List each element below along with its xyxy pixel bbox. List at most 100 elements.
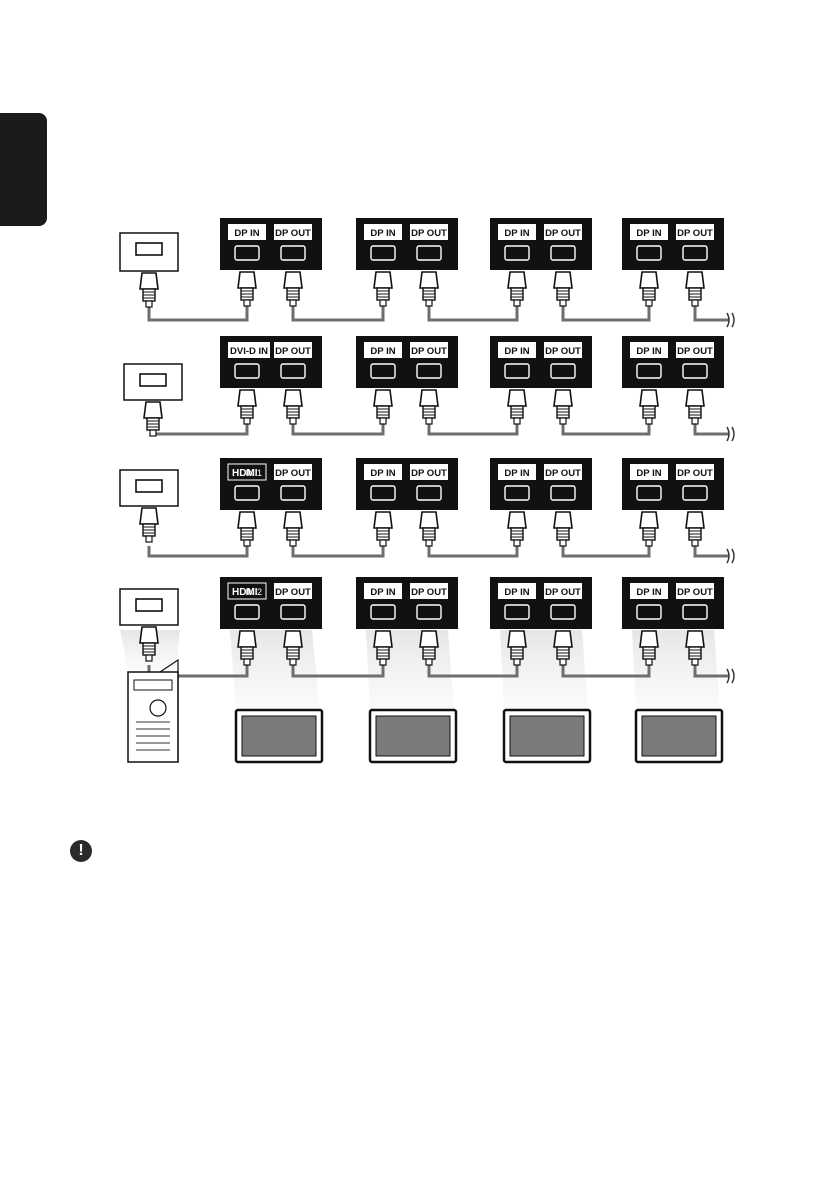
svg-text:DP IN: DP IN (370, 228, 395, 239)
connector-dvi-source (144, 402, 162, 436)
port-socket-dvi-chain-4-1 (637, 364, 661, 378)
cable-dp-chain-2 (429, 306, 517, 320)
source-dvi (124, 364, 182, 400)
cable-dvi-chain-1 (293, 424, 383, 434)
port-label-hdmi2-chain-1-in: HDMIIN 2 (228, 583, 266, 599)
svg-text:DP IN: DP IN (504, 587, 529, 598)
port-socket-dp-chain-2-2 (417, 246, 441, 260)
connector-dp-chain-2-1 (374, 272, 392, 306)
source-hdmi-pc (120, 589, 178, 625)
port-label-dvi-chain-2-in: DP IN (364, 342, 402, 358)
port-socket-hdmi2-chain-1-1 (235, 605, 259, 619)
connector-dp-chain-2-2 (420, 272, 438, 306)
svg-text:DP OUT: DP OUT (677, 587, 713, 598)
port-socket-dvi-chain-3-2 (551, 364, 575, 378)
port-socket-hdmi1-chain-3-1 (505, 486, 529, 500)
cable-dvi-chain-2 (429, 424, 517, 434)
svg-text:DP OUT: DP OUT (677, 228, 713, 239)
svg-text:DP IN: DP IN (504, 468, 529, 479)
cable-dp-chain-1 (293, 306, 383, 320)
svg-text:DP IN: DP IN (504, 346, 529, 357)
svg-text:DP OUT: DP OUT (545, 468, 581, 479)
connector-hdmi1-chain-4-1 (640, 512, 658, 546)
svg-text:DP OUT: DP OUT (411, 587, 447, 598)
port-socket-dvi-chain-2-2 (417, 364, 441, 378)
port-label-dvi-chain-4-in: DP IN (630, 342, 668, 358)
port-label-dp-chain-2-in: DP IN (364, 224, 402, 240)
cable-hdmi1-chain-2 (429, 546, 517, 556)
port-socket-hdmi1-chain-3-2 (551, 486, 575, 500)
svg-text:DP OUT: DP OUT (545, 587, 581, 598)
svg-text:DP IN: DP IN (234, 228, 259, 239)
port-socket-hdmi2-chain-2-2 (417, 605, 441, 619)
connector-hdmi1-chain-4-2 (686, 512, 704, 546)
cable-hdmi1-chain-source (149, 546, 247, 556)
connector-dvi-chain-2-1 (374, 390, 392, 424)
svg-text:DP IN: DP IN (636, 468, 661, 479)
svg-text:DP OUT: DP OUT (411, 228, 447, 239)
connector-dp-chain-1-2 (284, 272, 302, 306)
svg-text:DP OUT: DP OUT (677, 468, 713, 479)
connector-dvi-chain-3-1 (508, 390, 526, 424)
port-label-dvi-chain-3-out: DP OUT (544, 342, 582, 358)
monitor-2 (370, 710, 456, 762)
svg-text:DP IN: DP IN (504, 228, 529, 239)
cable-dp-chain-source (149, 306, 247, 320)
connector-dvi-chain-4-2 (686, 390, 704, 424)
cable-dvi-chain-3 (563, 424, 649, 434)
port-socket-hdmi2-chain-3-2 (551, 605, 575, 619)
cable-dvi-chain-continue (695, 424, 729, 434)
port-socket-hdmi1-chain-2-2 (417, 486, 441, 500)
connector-dp-chain-4-2 (686, 272, 704, 306)
port-socket-dp-chain-1-1 (235, 246, 259, 260)
connector-dvi-chain-4-1 (640, 390, 658, 424)
connector-hdmi1-chain-2-2 (420, 512, 438, 546)
port-label-hdmi2-chain-2-out: DP OUT (410, 583, 448, 599)
svg-text:DP IN: DP IN (370, 587, 395, 598)
connector-dp-chain-1-1 (238, 272, 256, 306)
pc-tower (128, 660, 178, 762)
port-socket-hdmi2-chain-1-2 (281, 605, 305, 619)
port-socket-hdmi2-chain-2-1 (371, 605, 395, 619)
port-label-dp-chain-4-out: DP OUT (676, 224, 714, 240)
port-socket-hdmi1-chain-4-2 (683, 486, 707, 500)
port-label-dvi-chain-2-out: DP OUT (410, 342, 448, 358)
port-label-dp-chain-3-in: DP IN (498, 224, 536, 240)
port-label-dvi-chain-3-in: DP IN (498, 342, 536, 358)
port-socket-dp-chain-3-2 (551, 246, 575, 260)
port-label-hdmi1-chain-2-in: DP IN (364, 464, 402, 480)
svg-text:DP OUT: DP OUT (677, 346, 713, 357)
connector-hdmi1-chain-2-1 (374, 512, 392, 546)
port-label-dvi-chain-1-in: DVI-D IN (228, 342, 270, 358)
port-label-hdmi2-chain-4-in: DP IN (630, 583, 668, 599)
port-socket-dvi-chain-3-1 (505, 364, 529, 378)
connector-dvi-chain-3-2 (554, 390, 572, 424)
monitor-4 (636, 710, 722, 762)
port-label-dp-chain-1-in: DP IN (228, 224, 266, 240)
port-label-dvi-chain-1-out: DP OUT (274, 342, 312, 358)
svg-text:DP IN: DP IN (370, 468, 395, 479)
port-label-dp-chain-2-out: DP OUT (410, 224, 448, 240)
svg-text:DP IN: DP IN (636, 228, 661, 239)
port-label-hdmi1-chain-3-in: DP IN (498, 464, 536, 480)
port-socket-dp-chain-4-1 (637, 246, 661, 260)
svg-text:DP IN: DP IN (636, 346, 661, 357)
source-hdmi (120, 470, 178, 506)
port-socket-hdmi1-chain-1-1 (235, 486, 259, 500)
connector-dvi-chain-1-2 (284, 390, 302, 424)
port-socket-hdmi1-chain-1-2 (281, 486, 305, 500)
svg-text:IN 1: IN 1 (245, 468, 262, 478)
port-label-hdmi1-chain-4-out: DP OUT (676, 464, 714, 480)
cable-hdmi1-chain-continue (695, 546, 729, 556)
svg-text:DP OUT: DP OUT (545, 228, 581, 239)
port-socket-dp-chain-1-2 (281, 246, 305, 260)
cable-dp-chain-continue (695, 306, 729, 320)
svg-text:DP OUT: DP OUT (545, 346, 581, 357)
svg-text:DP OUT: DP OUT (275, 468, 311, 479)
port-label-hdmi1-chain-3-out: DP OUT (544, 464, 582, 480)
port-label-hdmi2-chain-4-out: DP OUT (676, 583, 714, 599)
port-label-dp-chain-3-out: DP OUT (544, 224, 582, 240)
connector-hdmi1-chain-3-2 (554, 512, 572, 546)
